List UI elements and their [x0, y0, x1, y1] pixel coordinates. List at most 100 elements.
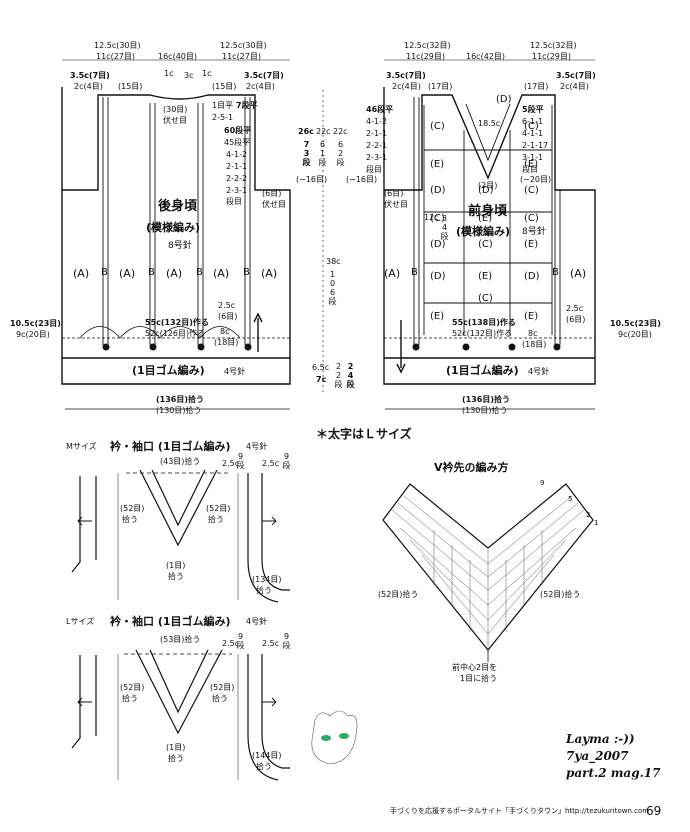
m-collar-side2-r: 9段	[282, 452, 291, 469]
back-shoulder-right-rows: (15目)	[212, 82, 237, 91]
mid-r-106: 106段	[328, 270, 337, 305]
front-needle: 8号針	[522, 227, 546, 237]
back-right-2-5: 2.5c	[218, 301, 236, 310]
front-left-2-5: 2.5c	[566, 304, 584, 313]
front-body-outline	[383, 87, 596, 385]
back-rib-needle: 4号針	[224, 367, 246, 376]
m-collar-side2: 2.5c	[262, 459, 280, 468]
back-armhole-6: 段目	[226, 197, 242, 206]
front-cell-17: (E)	[478, 213, 493, 224]
front-cell-4: (E)	[524, 159, 539, 170]
back-rib: (1目ゴム編み)	[132, 364, 205, 377]
back-dec-a: 1目平	[212, 101, 234, 110]
mid-h-38: 38c	[326, 257, 341, 266]
front-side: 10.5c(23目)	[610, 319, 661, 328]
back-armhole-3: 2-1-1	[226, 162, 248, 171]
front-minus-l: (−16目)	[346, 175, 378, 184]
front-right-row-5: 段目	[522, 165, 538, 174]
front-left-row-5: 段目	[366, 165, 382, 174]
back-right-8: 8c	[220, 327, 230, 336]
mid-h-22b: 22c	[333, 127, 348, 136]
m-collar-l52b: 拾う	[122, 515, 138, 524]
front-cell-9: (E)	[524, 239, 539, 250]
m-collar-needle: 4号針	[246, 442, 268, 451]
size-note: ＊太字はＬサイズ	[316, 427, 412, 441]
m-collar-center: (1目)	[166, 561, 186, 570]
page-number: 69	[646, 804, 662, 818]
back-shoulder-left: 3.5c(7目)	[70, 71, 110, 80]
back-dim-top-right: 12.5c(30目)	[220, 41, 267, 50]
back-dim-top-mid: 16c(40目)	[158, 52, 197, 61]
l-collar-center-b: 拾う	[168, 754, 184, 763]
m-collar-title: 衿・袖口 (1目ゴム編み)	[110, 440, 231, 453]
front-cell-10: (D)	[430, 271, 446, 282]
front-dim-top-right: 12.5c(32目)	[530, 41, 577, 50]
front-left-row-4: 2-3-1	[366, 153, 388, 162]
front-v-r: (2目)	[478, 181, 498, 190]
l-collar-cuff: (144目)	[252, 751, 282, 760]
m-collar-size: Mサイズ	[66, 442, 97, 451]
back-armhole-bindoff: 伏せ目	[262, 200, 286, 209]
l-collar-top: (53目)拾う	[160, 635, 201, 644]
back-needle: 8号針	[168, 241, 192, 251]
front-v-depth: 18.5c	[478, 119, 501, 128]
back-armhole-0: 60段平	[224, 126, 252, 135]
front-side-col-2: B	[552, 267, 559, 278]
m-collar-side-r: 9段	[236, 452, 245, 469]
back-armhole-1: 45段平	[224, 138, 251, 147]
front-side-col-0: (A)	[384, 267, 401, 280]
front-pickup-m: (130目)拾う	[462, 406, 508, 415]
back-armhole-2: 4-1-2	[226, 150, 248, 159]
back-pickup-m: (130目)拾う	[156, 406, 202, 415]
back-col-5: B	[196, 267, 203, 278]
front-cell-5: (D)	[430, 185, 446, 196]
front-shoulder-right: 3.5c(7目)	[556, 71, 596, 80]
front-cell-1: (C)	[430, 121, 445, 132]
mid-h-7: 7c	[316, 375, 327, 384]
l-collar-needle: 4号針	[246, 617, 268, 626]
back-col-8: (A)	[261, 267, 278, 280]
back-side: 10.5c(23目)	[10, 319, 61, 328]
m-collar-r52: (52目)	[206, 504, 231, 513]
l-collar-side-r: 9段	[236, 632, 245, 649]
front-side-m: 9c(20目)	[618, 330, 652, 339]
mid-r-73: 73段	[302, 140, 311, 166]
front-title: 前身頃	[468, 204, 508, 219]
front-pattern: (模様編み)	[456, 225, 511, 238]
front-right-row-4: 3-1-1	[522, 153, 544, 162]
front-armhole-paren: (6目)	[384, 189, 404, 198]
front-cell-8: (C)	[478, 239, 493, 250]
mid-h-6-5: 6.5c	[312, 363, 330, 372]
front-cell-15: (E)	[524, 311, 539, 322]
back-armhole-minus: (−16目)	[296, 175, 328, 184]
front-right-row-3: 2-1-17	[522, 141, 549, 150]
front-cell-16: (D)	[478, 185, 494, 196]
front-left-18: (18目)	[522, 340, 547, 349]
mid-r-22: 22段	[334, 362, 343, 388]
back-armhole-paren: (6目)	[262, 189, 282, 198]
front-cell-7: (D)	[430, 239, 446, 250]
vneck-n5: 5	[568, 495, 573, 503]
front-left-row-2: 2-1-1	[366, 129, 388, 138]
vneck-right: (52目)拾う	[540, 590, 581, 599]
back-bind-off-label: 伏せ目	[163, 116, 187, 125]
back-bind-off: (30目)	[163, 105, 188, 114]
footer-text: 手づくりを応援するポータルサイト「手づくりタウン」http://tezukuri…	[390, 807, 650, 815]
front-left-row-3: 2-2-1	[366, 141, 388, 150]
back-col-3: B	[148, 267, 155, 278]
back-neck-mid: 3c	[184, 71, 194, 80]
vneck-center1: 前中心2目を	[452, 663, 498, 672]
back-title: 後身頃	[158, 199, 198, 214]
front-left-row-1: 4-1-2	[366, 117, 388, 126]
front-side-r: 34段	[440, 214, 449, 240]
front-right-row-1: 6-1-1	[522, 117, 544, 126]
front-shoulder-right-m: 2c(4目)	[560, 82, 589, 91]
vneck-n9: 9	[540, 479, 545, 487]
back-body-outline	[61, 87, 291, 385]
front-shoulder-left-m: 2c(4目)	[392, 82, 421, 91]
back-dec-b: 2-5-1	[212, 113, 234, 122]
front-dim-top-left: 12.5c(32目)	[404, 41, 451, 50]
back-pickup-l: (136目)拾う	[156, 395, 205, 404]
vneck-n2: 2	[586, 511, 591, 519]
